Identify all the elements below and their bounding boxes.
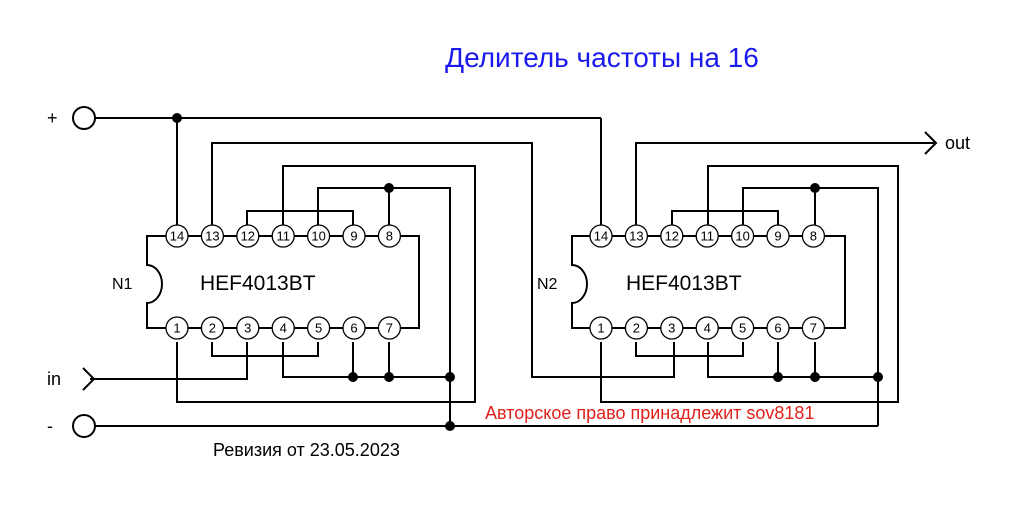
diagram-title: Делитель частоты на 16 [445, 42, 759, 73]
n1-pin-bottom-2 [236, 316, 260, 340]
junction-n1-p7 [384, 372, 394, 382]
chip-n2-ref: N2 [537, 276, 558, 293]
n2-out-line [635, 142, 934, 226]
chip-n2-body [571, 235, 846, 329]
n2-clk2-loop [600, 165, 899, 403]
n1-pin-label-top-6: 8 [386, 229, 393, 244]
plus-terminal [72, 106, 96, 130]
n2-pin-bottom-5 [766, 316, 790, 340]
n1-pin-bottom-6 [377, 316, 402, 340]
n2-pin-label-top-4: 10 [735, 229, 749, 244]
n2-pin-top-3 [695, 224, 719, 248]
n2-pin-label-top-0: 14 [594, 229, 608, 244]
n1-pin-label-top-1: 13 [205, 229, 219, 244]
n2-pin-bottom-0 [589, 316, 613, 340]
n1-pin-label-top-5: 9 [350, 229, 357, 244]
n1-pin-label-bottom-1: 2 [209, 321, 216, 336]
junction-n2-p7 [810, 372, 820, 382]
n1-pin-label-top-0: 14 [170, 229, 184, 244]
n1-pin-bottom-4 [306, 316, 331, 340]
n1-pin-top-5 [342, 224, 366, 248]
n1-gnd-bus [282, 342, 450, 378]
n1-pin-top-6 [377, 224, 402, 248]
n1-pin-label-bottom-4: 5 [315, 321, 322, 336]
n2-pin-label-top-5: 9 [774, 229, 781, 244]
n2-pin-bottom-3 [695, 316, 719, 340]
n2-pin-label-bottom-4: 5 [739, 321, 746, 336]
n1-set2-link [317, 187, 451, 426]
n2-gnd-bus [707, 342, 878, 378]
out-terminal-label: out [945, 133, 970, 153]
n1-pin-label-bottom-3: 4 [280, 321, 287, 336]
junction-plus [172, 113, 182, 123]
n2-pin-top-5 [766, 224, 790, 248]
n1-pin-label-top-2: 12 [241, 229, 255, 244]
chip-n1-ref: N1 [112, 276, 133, 293]
n2-pin-label-top-6: 8 [810, 229, 817, 244]
junction-minus [445, 421, 455, 431]
n2-pin-label-bottom-3: 4 [704, 321, 711, 336]
n2-pin-top-2 [660, 224, 684, 248]
n1-q2n-d2 [211, 342, 319, 357]
n1-pin-label-bottom-2: 3 [244, 321, 251, 336]
n2-pin-bottom-6 [801, 316, 826, 340]
in-terminal-label: in [47, 369, 61, 389]
n1-pin-top-3 [271, 224, 295, 248]
n1-pin-label-bottom-6: 7 [386, 321, 393, 336]
n1-q1n-to-d1 [246, 210, 354, 226]
n2-pin-label-bottom-6: 7 [810, 321, 817, 336]
n1-pin-bottom-5 [342, 316, 366, 340]
n2-q1n-to-d1 [671, 210, 779, 226]
junction-n2-gnd [873, 372, 883, 382]
copyright-note: Авторское право принадлежит sov8181 [485, 403, 814, 423]
junction-n2-top [810, 183, 820, 193]
n2-pin-top-4 [730, 224, 755, 248]
n1-pin-bottom-3 [271, 316, 295, 340]
chip-n1-part: HEF4013BT [200, 272, 316, 295]
n2-pin-label-bottom-5: 6 [774, 321, 781, 336]
n2-pin-bottom-2 [660, 316, 684, 340]
n1-pin-label-top-4: 10 [311, 229, 325, 244]
n2-pin-top-1 [624, 224, 649, 248]
n2-set2-link [742, 187, 879, 377]
n2-pin-top-6 [801, 224, 826, 248]
n1-pin-bottom-1 [200, 316, 225, 340]
n1-pin-top-2 [236, 224, 260, 248]
out-arrow-icon [924, 131, 938, 155]
n2-pin-label-bottom-0: 1 [597, 321, 604, 336]
n1-q1-to-n2-clk [211, 142, 675, 378]
minus-terminal-label: - [47, 416, 53, 436]
n1-pin-label-top-3: 11 [276, 229, 290, 244]
junction-n1-gnd [445, 372, 455, 382]
n1-pin-label-bottom-5: 6 [350, 321, 357, 336]
n2-pin-label-top-3: 11 [700, 229, 714, 244]
junction-n2-p6 [773, 372, 783, 382]
n1-pin-top-1 [200, 224, 225, 248]
n1-clk2-loop [176, 165, 476, 403]
plus-terminal-label: + [47, 108, 58, 128]
n2-pin-label-bottom-2: 3 [668, 321, 675, 336]
n1-in-clk [90, 342, 248, 380]
n2-pin-bottom-4 [730, 316, 755, 340]
n1-pin-bottom-0 [165, 316, 189, 340]
n2-pin-label-bottom-1: 2 [633, 321, 640, 336]
n2-pin-label-top-1: 13 [629, 229, 643, 244]
junction-n1-p6 [348, 372, 358, 382]
revision-note: Ревизия от 23.05.2023 [213, 440, 400, 460]
n1-pin-top-4 [306, 224, 331, 248]
n2-q2n-d2 [635, 342, 744, 357]
junction-n1-top [384, 183, 394, 193]
n2-pin-label-top-2: 12 [665, 229, 679, 244]
n1-pin-label-bottom-0: 1 [173, 321, 180, 336]
chip-n2-part: HEF4013BT [626, 272, 742, 295]
n1-pin-top-0 [165, 224, 189, 248]
n2-pin-bottom-1 [624, 316, 649, 340]
minus-terminal [72, 414, 96, 438]
n2-pin-top-0 [589, 224, 613, 248]
chip-n1-body [146, 235, 420, 329]
